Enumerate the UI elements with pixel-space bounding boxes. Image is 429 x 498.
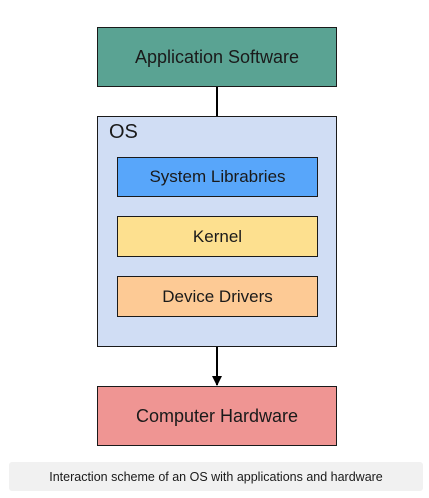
application-software-label: Application Software (134, 46, 300, 67)
device-drivers-box: Device Drivers (117, 276, 318, 317)
computer-hardware-box: Computer Hardware (97, 386, 337, 446)
os-label: OS (109, 121, 138, 143)
figure-caption: Interaction scheme of an OS with applica… (9, 462, 423, 491)
computer-hardware-label: Computer Hardware (135, 405, 299, 426)
application-software-box: Application Software (97, 27, 337, 87)
system-libraries-box: System Librabries (117, 157, 318, 197)
system-libraries-label: System Librabries (149, 167, 286, 186)
kernel-box: Kernel (117, 216, 318, 257)
device-drivers-label: Device Drivers (162, 286, 273, 306)
caption-text: Interaction scheme of an OS with applica… (49, 469, 383, 484)
kernel-label: Kernel (192, 226, 243, 246)
